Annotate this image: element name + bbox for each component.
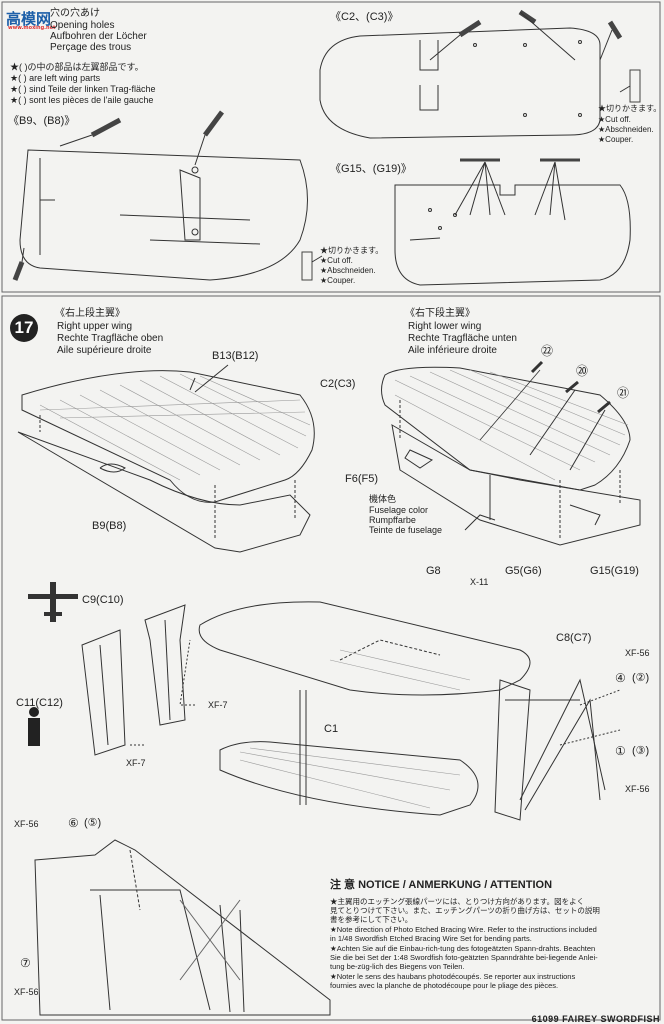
lower-wing-title-fr: Aile inférieure droite: [408, 345, 497, 356]
label-b9: B9(B8): [92, 520, 127, 532]
holes-title-de: Aufbohren der Löcher: [50, 31, 147, 42]
notice-line-10: fournies avec la planche de photodécoupe…: [330, 981, 559, 990]
fuselage-color-de: Rumpffarbe: [369, 515, 416, 525]
wire-7: ⑦: [20, 956, 31, 970]
holes-title-fr: Perçage des trous: [50, 42, 132, 53]
notice-line-8: tung be-züg-lich des Biegens von Teilen.: [330, 962, 465, 971]
label-c2: C2(C3): [320, 378, 356, 390]
cut-note-de-1: ★Abschneiden.: [598, 125, 654, 134]
left-parts-note-de: ★( ) sind Teile der linken Trag-fläche: [10, 84, 156, 94]
fuselage-color-fr: Teinte de fuselage: [369, 525, 443, 535]
left-parts-note-en: ★( ) are left wing parts: [10, 73, 101, 83]
cut-note-jp-1: ★切りかきます。: [598, 104, 662, 113]
wire-4: ④: [615, 671, 626, 685]
notice-line-5: in 1/48 Swordfish Etched Bracing Wire Se…: [330, 934, 532, 943]
site-logo: 高模网 www.moxing.net: [6, 8, 55, 31]
label-b13: B13(B12): [212, 350, 259, 362]
cut-note-fr-2: ★Couper.: [320, 276, 356, 285]
wire-1: ①: [615, 744, 626, 758]
notice-line-4: ★Note direction of Photo Etched Bracing …: [330, 925, 597, 934]
cut-note-de-2: ★Abschneiden.: [320, 266, 376, 275]
wire-22: ㉒: [541, 344, 554, 358]
wire-21: ㉑: [617, 386, 630, 400]
site-logo-url: www.moxing.net: [8, 25, 56, 31]
cut-note-en-1: ★Cut off.: [598, 115, 631, 124]
color-xf56-c: XF-56: [14, 819, 39, 829]
cut-note-fr-1: ★Couper.: [598, 135, 634, 144]
label-b9-b8: 《B9、(B8)》: [8, 115, 76, 127]
label-f6: F6(F5): [345, 473, 378, 485]
step-number: 17: [10, 314, 38, 342]
fuselage-color-en: Fuselage color: [369, 505, 429, 515]
site-logo-text: 高模网: [6, 10, 52, 28]
notice-line-1: ★主翼用のエッチング張線パーツには、とりつけ方向があります。図をよく: [330, 897, 585, 906]
upper-wing-title-fr: Aile supérieure droite: [57, 345, 152, 356]
notice-line-3: 書を参考にして下さい。: [330, 915, 413, 924]
lower-wing-title-en: Right lower wing: [408, 321, 482, 332]
wire-5: (⑤): [84, 817, 102, 829]
label-g15-g19: 《G15、(G19)》: [330, 163, 412, 175]
label-x11: X-11: [470, 577, 489, 587]
notice-title: 注 意 NOTICE / ANMERKUNG / ATTENTION: [330, 879, 553, 891]
holes-title-en: Opening holes: [50, 20, 115, 31]
lower-wing-title-jp: 《右下段主翼》: [405, 308, 475, 319]
label-c2-c3: 《C2、(C3)》: [330, 11, 399, 23]
color-xf56-a: XF-56: [625, 648, 650, 658]
label-g5: G5(G6): [505, 565, 542, 577]
notice-line-9: ★Noter le sens des haubans photodécoupés…: [330, 972, 576, 981]
notice-line-6: ★Achten Sie auf die Einbau-rich-tung des…: [330, 944, 596, 953]
label-c8: C8(C7): [556, 632, 592, 644]
label-c9: C9(C10): [82, 594, 124, 606]
label-c11: C11(C12): [16, 697, 63, 709]
label-c1: C1: [324, 723, 339, 735]
upper-wing-title-en: Right upper wing: [57, 321, 133, 332]
color-xf56-d: XF-56: [14, 987, 39, 997]
color-xf56-b: XF-56: [625, 784, 650, 794]
label-g15: G15(G19): [590, 565, 639, 577]
notice-line-2: 見てとりつけて下さい。また、エッチングパーツの折り曲げ方は、セットの説明: [330, 906, 600, 915]
cut-note-jp-2: ★切りかきます。: [320, 246, 384, 255]
wire-6: ⑥: [68, 816, 79, 830]
upper-wing-title-jp: 《右上段主翼》: [55, 308, 125, 319]
left-parts-note-jp: ★( )の中の部品は左翼部品です。: [10, 62, 144, 72]
holes-title-jp: 穴の穴あけ: [50, 8, 100, 19]
notice-line-7: Sie die bei Set der 1:48 Swordfish foto-…: [330, 953, 598, 962]
cut-note-en-2: ★Cut off.: [320, 256, 353, 265]
wire-20: ⑳: [576, 364, 589, 378]
wire-2: (②): [632, 672, 650, 684]
upper-wing-title-de: Rechte Tragfläche oben: [57, 333, 164, 344]
left-parts-note-fr: ★( ) sont les pièces de l'aile gauche: [10, 95, 154, 105]
lower-wing-title-de: Rechte Tragfläche unten: [408, 333, 517, 344]
color-xf7-b: XF-7: [126, 758, 146, 768]
footer-model-name: 61099 FAIREY SWORDFISH: [531, 1014, 660, 1024]
fuselage-color-jp: 機体色: [369, 494, 397, 504]
wire-3: (③): [632, 745, 650, 757]
label-g8: G8: [426, 565, 441, 577]
color-xf7-a: XF-7: [208, 700, 228, 710]
